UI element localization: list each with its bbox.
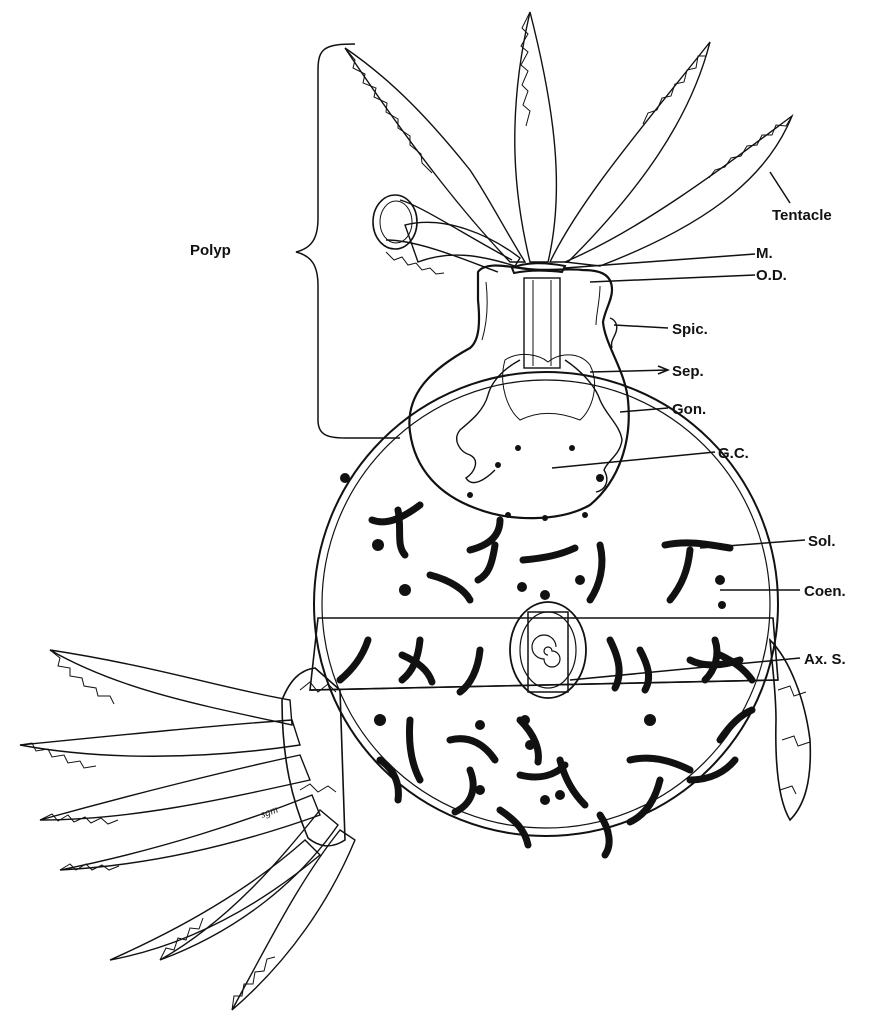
tentacle-right — [565, 116, 792, 266]
label-mouth: M. — [756, 245, 773, 262]
label-tentacle: Tentacle — [772, 207, 832, 224]
polyp-body — [409, 263, 628, 521]
axial-skeleton-core — [528, 612, 568, 692]
disk-outline-inner — [322, 380, 770, 828]
axial-skeleton-spiral — [532, 635, 560, 667]
axial-skeleton-outer — [510, 602, 586, 698]
label-coenenchyme: Coen. — [804, 583, 846, 600]
tentacle-upper-center — [515, 12, 557, 262]
label-axial-skeleton: Ax. S. — [804, 651, 846, 668]
spicules — [610, 318, 617, 348]
label-solenia: Sol. — [808, 533, 836, 550]
label-polyp: Polyp — [190, 242, 231, 259]
coenenchyme-disk — [310, 372, 778, 855]
label-spicules: Spic. — [672, 321, 708, 338]
label-gastric-cavity: G.C. — [718, 445, 749, 462]
lower-tentacle-7 — [110, 840, 320, 960]
gastric-cavity-pores — [467, 445, 604, 521]
polyp-bracket — [296, 44, 400, 438]
tentacle-left — [345, 48, 525, 262]
lower-tentacle-2 — [20, 720, 300, 756]
lower-tentacle-6 — [232, 830, 355, 1010]
tentacle-upper-center-fringe — [521, 12, 530, 126]
tentacle-cut-end-inner — [380, 201, 412, 243]
gonads-right — [565, 360, 622, 492]
septum-folds — [503, 354, 595, 420]
artist-signature: sgm — [259, 803, 280, 820]
upper-tentacles — [345, 12, 792, 274]
label-gonads: Gon. — [672, 401, 706, 418]
label-oral-disc: O.D. — [756, 267, 787, 284]
lower-tentacle-4 — [60, 795, 320, 870]
lower-left-tentacles — [20, 650, 355, 1010]
label-septum: Sep. — [672, 363, 704, 380]
polyp-wall-inner — [482, 282, 600, 340]
lower-tentacle-1 — [50, 650, 292, 725]
